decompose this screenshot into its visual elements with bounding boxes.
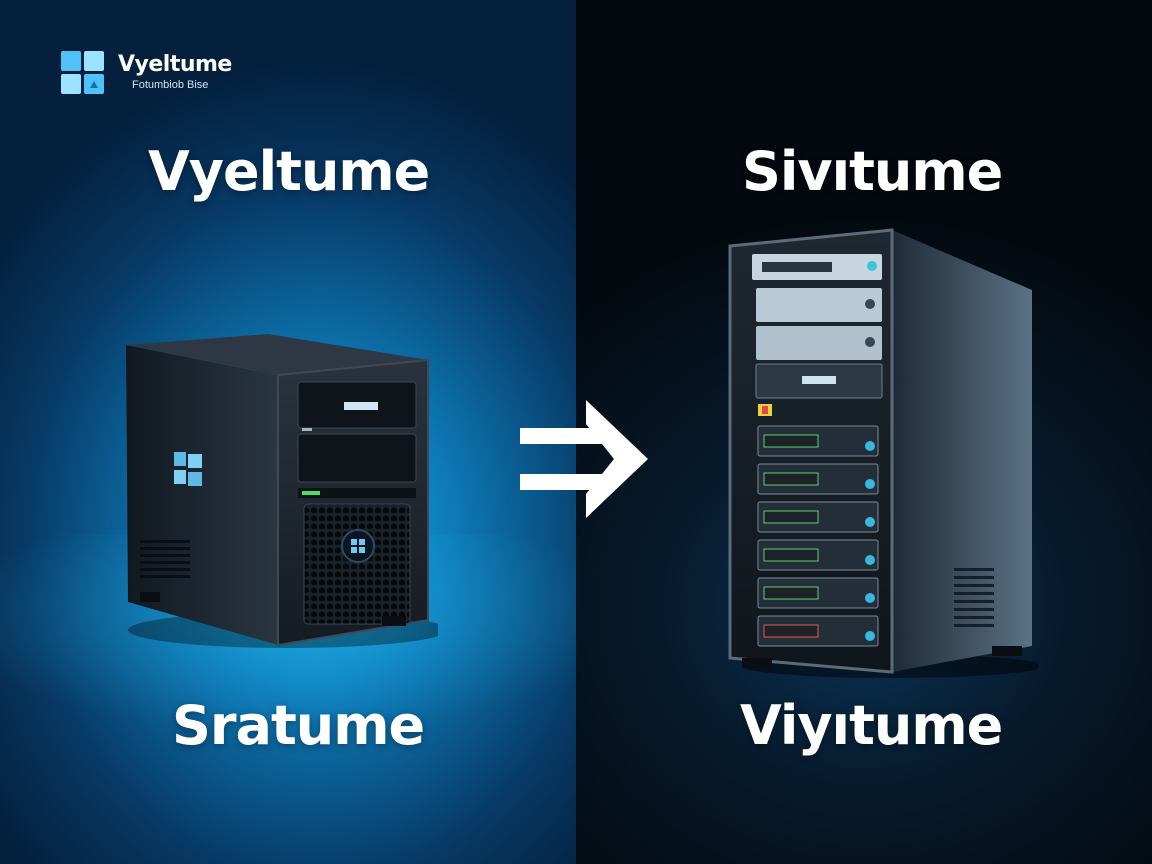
brand-name: Vyeltume bbox=[118, 52, 232, 77]
rack-server-illustration bbox=[728, 228, 1038, 678]
double-arrow-right-icon bbox=[520, 400, 648, 518]
right-title: Sivıtume bbox=[742, 140, 1003, 203]
right-caption: Viyıtume bbox=[740, 694, 1003, 757]
brand-logo: Vyeltume Fotumbiob Bise bbox=[60, 48, 280, 96]
left-panel bbox=[0, 0, 576, 864]
windows-logo-icon bbox=[61, 51, 104, 94]
tower-server-illustration bbox=[126, 334, 438, 648]
left-title: Vyeltume bbox=[148, 140, 430, 203]
left-caption: Sratume bbox=[172, 694, 425, 757]
brand-tagline: Fotumbiob Bise bbox=[132, 79, 209, 91]
